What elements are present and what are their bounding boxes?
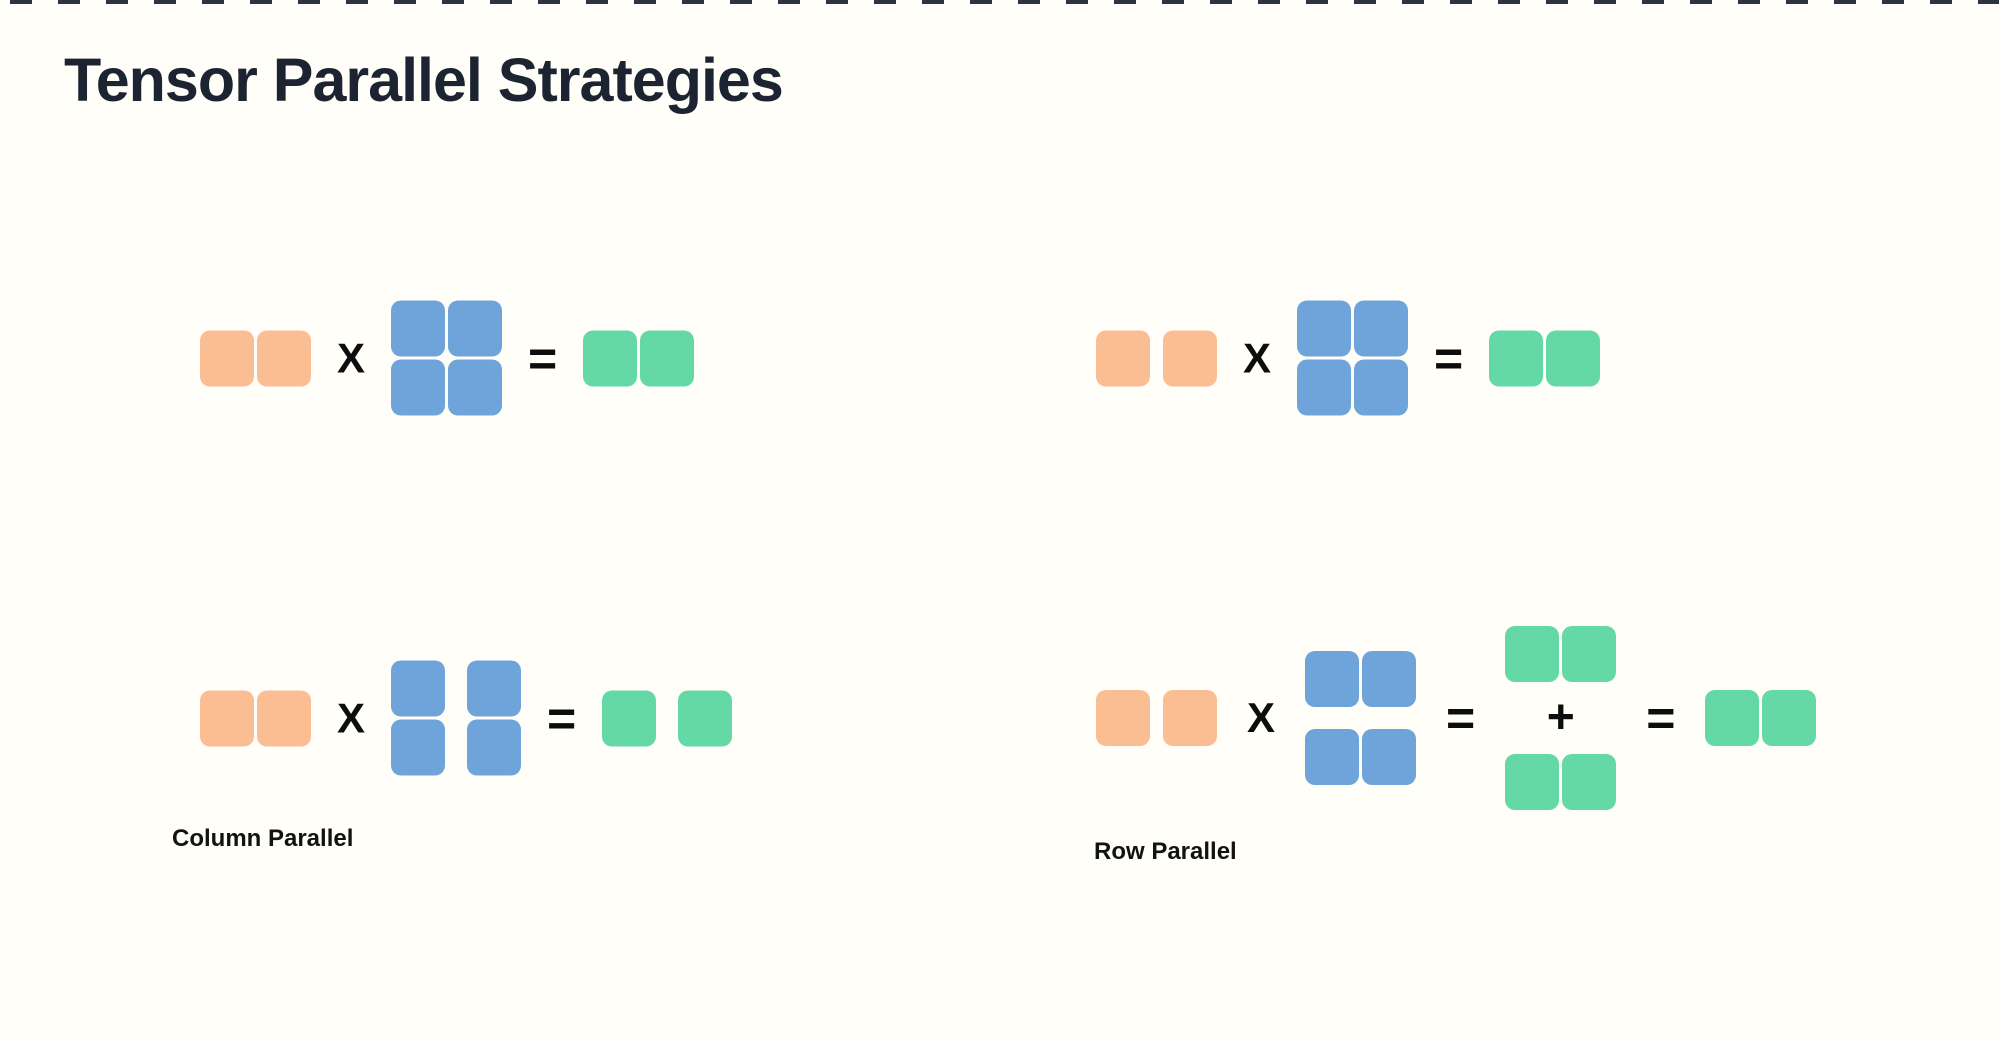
output-block	[1562, 626, 1617, 682]
multiply-operator: X	[1247, 694, 1276, 741]
input-block	[1163, 330, 1217, 386]
input-block	[1163, 690, 1217, 746]
weight-block	[467, 660, 522, 717]
output-vector	[583, 330, 695, 386]
equals-operator: =	[1446, 690, 1476, 746]
weight-block	[1305, 729, 1360, 785]
weight-block	[1362, 729, 1417, 785]
input-vector-split	[1096, 330, 1217, 386]
page-title: Tensor Parallel Strategies	[64, 46, 784, 114]
input-block	[257, 690, 311, 746]
output-vector	[1489, 330, 1601, 386]
multiply-operator: X	[337, 334, 366, 381]
weight-block	[391, 359, 446, 416]
weight-block	[1297, 359, 1352, 416]
equals-operator: =	[1434, 330, 1464, 386]
input-block	[200, 330, 254, 386]
input-vector	[200, 690, 311, 746]
weight-block	[448, 359, 503, 416]
input-block	[1096, 690, 1150, 746]
input-vector	[200, 330, 311, 386]
output-block	[1705, 690, 1760, 746]
top-dashed-border	[10, 0, 1999, 4]
weight-block	[467, 719, 522, 776]
diagram-column-parallel: X =	[200, 660, 733, 776]
plus-operator: +	[1546, 691, 1575, 744]
output-vector-split	[602, 690, 733, 746]
equals-operator: =	[1646, 690, 1676, 746]
weight-matrix	[391, 300, 503, 416]
input-block	[1096, 330, 1150, 386]
output-block	[678, 690, 733, 746]
row-parallel-label: Row Parallel	[1094, 838, 1237, 865]
equals-operator: =	[528, 330, 558, 386]
output-block	[1489, 330, 1544, 386]
output-vector	[1705, 690, 1817, 746]
output-block	[1546, 330, 1601, 386]
partial-output-bottom	[1505, 754, 1617, 810]
weight-block	[391, 660, 446, 717]
weight-block	[391, 719, 446, 776]
output-block	[1562, 754, 1617, 810]
multiply-operator: X	[1243, 334, 1272, 381]
column-parallel-label: Column Parallel	[172, 825, 354, 852]
diagram-top-left: X =	[200, 300, 695, 416]
weight-matrix	[1297, 300, 1409, 416]
output-block	[583, 330, 638, 386]
weight-block	[1354, 359, 1409, 416]
input-block	[257, 330, 311, 386]
weight-matrix-column-split	[391, 660, 522, 776]
weight-block	[391, 300, 446, 357]
weight-block	[448, 300, 503, 357]
weight-block	[1362, 651, 1417, 707]
input-block	[200, 690, 254, 746]
partial-output-top	[1505, 626, 1617, 682]
weight-matrix-row-split	[1305, 651, 1417, 785]
output-block	[640, 330, 695, 386]
output-block	[1762, 690, 1817, 746]
weight-block	[1297, 300, 1352, 357]
output-block	[1505, 626, 1560, 682]
multiply-operator: X	[337, 694, 366, 741]
input-vector-split	[1096, 690, 1217, 746]
partial-sum-stack: +	[1505, 626, 1617, 810]
diagram-row-parallel: X = + =	[1096, 626, 1817, 810]
output-block	[602, 690, 657, 746]
output-block	[1505, 754, 1560, 810]
diagram-top-right: X =	[1096, 300, 1601, 416]
equals-operator: =	[547, 690, 577, 746]
weight-block	[1354, 300, 1409, 357]
weight-block	[1305, 651, 1360, 707]
